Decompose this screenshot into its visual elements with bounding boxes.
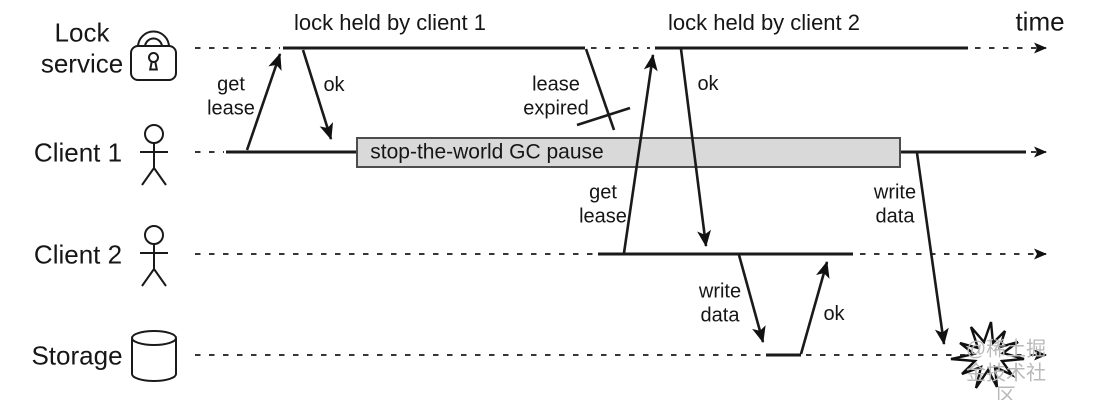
ok-arrow-client2 [679,48,711,247]
lane-label-client1: Client 1 [33,137,123,168]
gc-pause-box [356,137,901,168]
lane-label-client2: Client 2 [33,239,123,270]
explosion-icon [950,321,1025,389]
write-data-label-client2: write data [698,280,742,326]
ok-arrow-storage [799,261,830,355]
write-data-arrow-client1 [915,152,949,345]
padlock-icon [130,30,177,81]
watermark: @稀土掘金技术社区 [965,338,1047,400]
person-icon-client1 [140,124,168,186]
get-lease-arrow-client2 [622,54,658,254]
lease-expired-line [584,48,616,131]
lock-held-client1-label: lock held by client 1 [294,10,486,36]
gc-pause-label: stop-the-world GC pause [370,140,604,164]
lease-expired-cross [576,106,631,127]
lane-label-lock-service: Lock service [40,17,124,78]
person-icon-client2 [140,225,168,287]
get-lease-arrow-client1 [245,53,282,151]
ok-label-storage: ok [823,303,845,326]
get-lease-label-client1: get lease [207,73,255,119]
ok-arrow-client1 [301,49,334,140]
ok-label-client1: ok [323,74,345,97]
lock-held-client2-label: lock held by client 2 [668,10,860,36]
write-data-label-client1: write data [873,181,917,227]
database-cylinder-icon [131,330,177,382]
write-data-arrow-client2 [737,254,766,343]
time-axis-label: time [1015,6,1065,37]
get-lease-label-client2: get lease [579,181,627,227]
lane-label-storage: Storage [31,340,123,371]
ok-label-client2: ok [697,73,719,96]
lease-expired-label: lease expired [523,73,589,119]
